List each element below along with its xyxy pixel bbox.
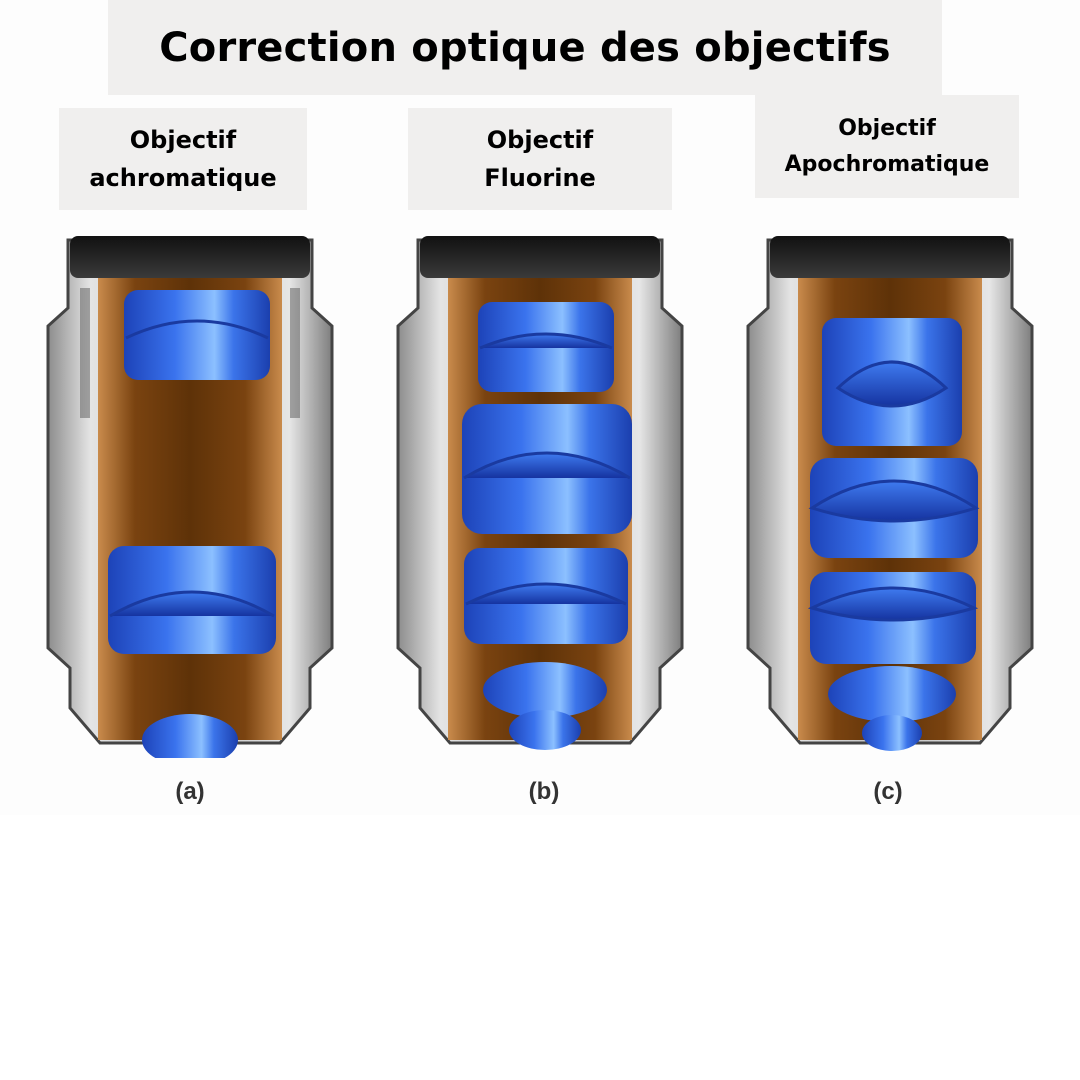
objective-fluorite-illustration: [396, 236, 684, 750]
lens-1: [822, 318, 962, 446]
page-title: Correction optique des objectifs: [159, 24, 891, 71]
black-cap-ring: [70, 236, 310, 278]
lens-2: [462, 404, 632, 534]
label-apochromatic: Objectif Apochromatique: [755, 95, 1019, 198]
lens-5: [862, 715, 922, 751]
lens-1: [124, 290, 270, 380]
label-achromatic: Objectif achromatique: [59, 108, 307, 210]
lens-3: [142, 714, 238, 758]
lens-3: [464, 548, 628, 644]
label-line2: Fluorine: [484, 164, 596, 192]
label-line1: Objectif: [838, 115, 936, 141]
black-cap-ring: [420, 236, 660, 278]
caption-c: (c): [873, 778, 903, 805]
lens-3: [807, 572, 979, 664]
label-line2: achromatique: [89, 164, 277, 192]
label-line2: Apochromatique: [784, 151, 990, 177]
thread-marks: [80, 288, 300, 418]
title-banner: Correction optique des objectifs: [108, 0, 942, 95]
objective-apochromatic-illustration: [746, 236, 1034, 751]
lens-5: [509, 710, 581, 750]
lens-1: [478, 302, 614, 392]
label-line1: Objectif: [486, 126, 594, 154]
lens-4: [828, 666, 956, 722]
black-cap-ring: [770, 236, 1010, 278]
caption-b: (b): [528, 778, 560, 805]
objective-achromatic-illustration: [46, 236, 334, 758]
label-fluorite: Objectif Fluorine: [408, 108, 672, 210]
lens-2: [808, 458, 980, 558]
lens-2: [108, 546, 276, 654]
label-line1: Objectif: [129, 126, 237, 154]
caption-a: (a): [175, 778, 205, 805]
lens-4: [483, 662, 607, 718]
